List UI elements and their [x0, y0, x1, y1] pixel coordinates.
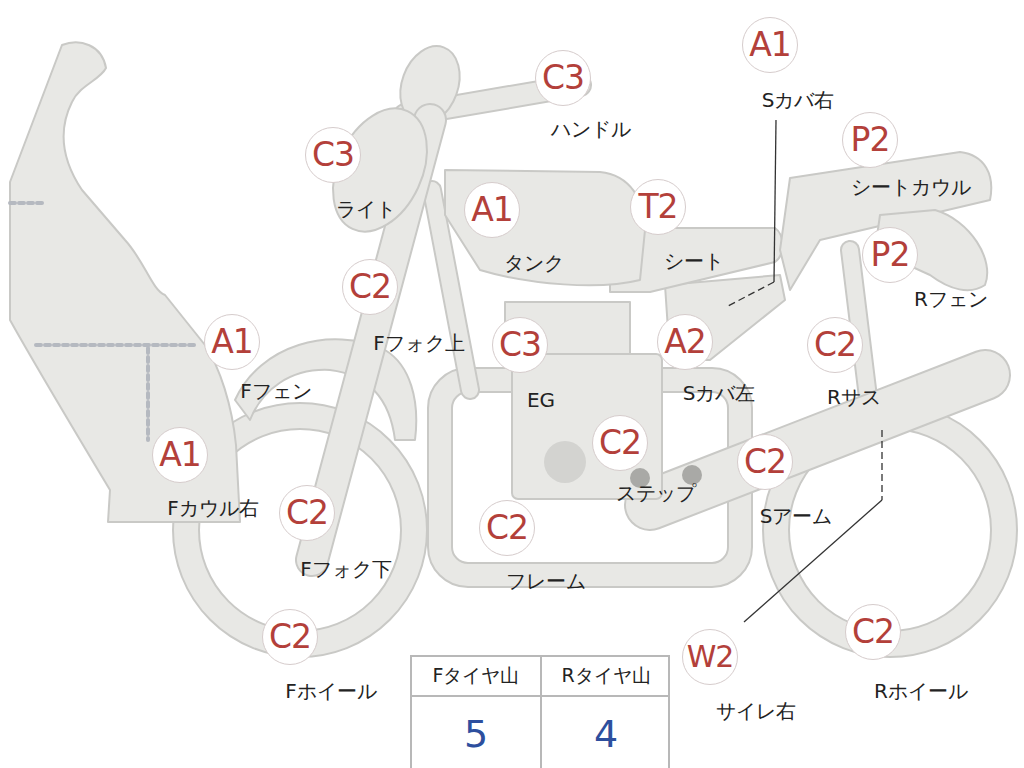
grade-circle: A2Sカバ左 — [657, 314, 713, 370]
grade-circle: A1Fフェン — [204, 314, 260, 370]
part-name: Fフォク上 — [373, 330, 465, 357]
swing-arm — [650, 375, 985, 505]
grade-circle: C2Fフォク下 — [279, 485, 335, 541]
grade-circle: C2フレーム — [479, 500, 535, 556]
part-name: Rサス — [827, 384, 881, 411]
part-name: ステップ — [616, 480, 696, 507]
grade-circle: A1Sカバ右 — [742, 17, 798, 73]
part-name: Sカバ右 — [762, 87, 835, 114]
grade-circle: C2Rサス — [807, 317, 863, 373]
grade-code: C2 — [738, 435, 792, 489]
grade-code: W2 — [683, 630, 737, 684]
seat-cowl — [780, 152, 991, 290]
grade-circle: A1タンク — [464, 182, 520, 238]
grade-circle: A1Fカウル右 — [152, 427, 208, 483]
grade-code: A1 — [743, 18, 797, 72]
grade-circle: C3EG — [492, 317, 548, 373]
table-header: Rタイヤ山 — [542, 657, 670, 697]
grade-code: C3 — [536, 51, 590, 105]
grade-circle: T2シート — [630, 179, 686, 235]
table-value: 4 — [542, 697, 670, 768]
part-name: Sアーム — [760, 503, 833, 530]
part-name: EG — [527, 388, 555, 412]
grade-code: A1 — [205, 315, 259, 369]
grade-code: A1 — [153, 428, 207, 482]
part-name: タンク — [504, 250, 564, 277]
grade-code: C2 — [593, 416, 647, 470]
part-name: Fフォク下 — [300, 556, 392, 583]
tank — [445, 170, 645, 285]
grade-code: C2 — [808, 318, 862, 372]
engine — [512, 354, 662, 499]
grade-circle: C2Sアーム — [737, 434, 793, 490]
part-name: Rフェン — [914, 286, 988, 313]
grade-circle: W2サイレ右 — [682, 629, 738, 685]
part-name: フレーム — [506, 568, 586, 595]
part-name: サイレ右 — [716, 698, 796, 725]
part-name: シートカウル — [851, 174, 971, 201]
grade-code: C2 — [343, 260, 397, 314]
swing-arm — [650, 375, 985, 505]
grade-circle: C2Rホイール — [845, 604, 901, 660]
part-name: ハンドル — [551, 116, 631, 143]
table-value: 5 — [412, 697, 540, 768]
grade-code: C3 — [306, 128, 360, 182]
grade-code: C2 — [280, 486, 334, 540]
grade-code: P2 — [863, 228, 917, 282]
table-header: Fタイヤ山 — [412, 657, 540, 697]
fairing — [10, 42, 240, 522]
grade-code: A2 — [658, 315, 712, 369]
part-name: Fホイール — [285, 678, 377, 705]
grade-circle: C3ハンドル — [535, 50, 591, 106]
grade-circle: P2Rフェン — [862, 227, 918, 283]
grade-circle: C2Fフォク上 — [342, 259, 398, 315]
part-name: Sカバ左 — [683, 380, 756, 407]
grade-circle: C3ライト — [305, 127, 361, 183]
tyre-table: Fタイヤ山Rタイヤ山54 — [410, 655, 670, 768]
grade-circle: P2シートカウル — [842, 112, 898, 168]
grade-code: C2 — [263, 610, 317, 664]
engine-cover — [544, 441, 586, 483]
cut-line — [10, 203, 196, 440]
grade-circle: C2Fホイール — [262, 609, 318, 665]
part-name: ライト — [336, 196, 396, 223]
part-name: Fフェン — [240, 378, 312, 405]
part-name: Rホイール — [874, 678, 968, 705]
grade-code: C2 — [480, 501, 534, 555]
part-name: シート — [664, 248, 724, 275]
grade-circle: C2ステップ — [592, 415, 648, 471]
grade-code: P2 — [843, 113, 897, 167]
grade-code: C2 — [846, 605, 900, 659]
grade-code: C3 — [493, 318, 547, 372]
grade-code: A1 — [465, 183, 519, 237]
part-name: Fカウル右 — [167, 495, 259, 522]
grade-code: T2 — [631, 180, 685, 234]
